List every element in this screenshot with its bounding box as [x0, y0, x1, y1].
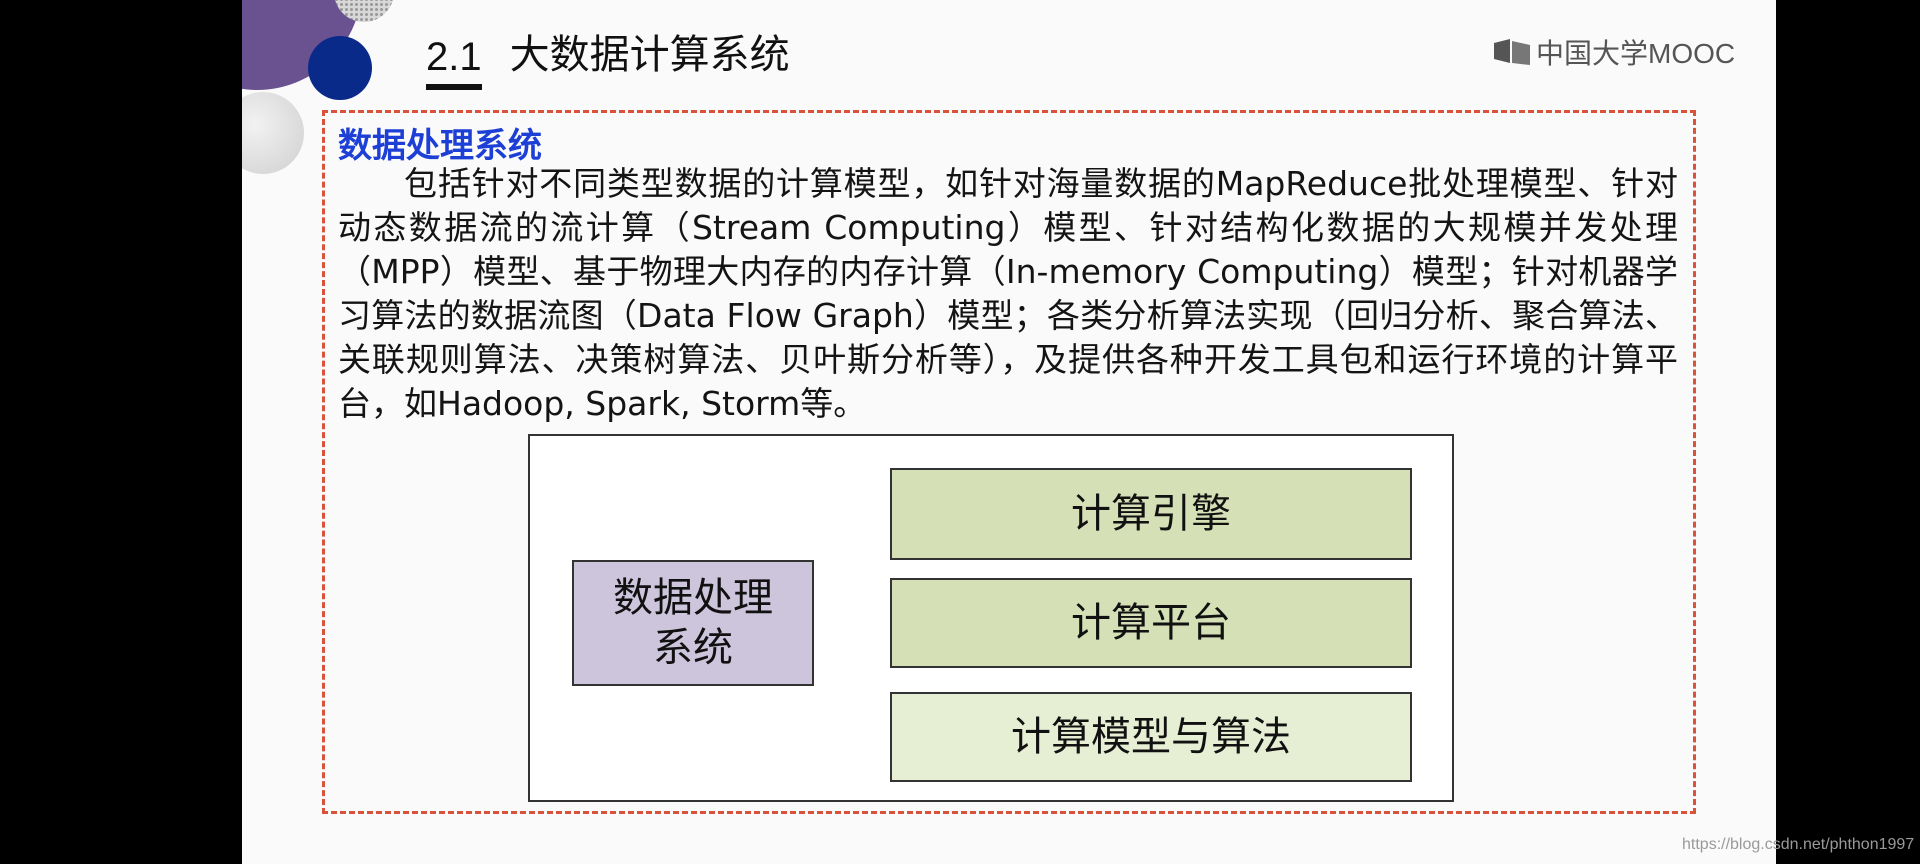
- content-frame: [322, 110, 1696, 814]
- compute-model-box: 计算模型与算法: [890, 692, 1412, 782]
- title-text: 大数据计算系统: [509, 32, 790, 78]
- watermark: https://blog.csdn.net/phthon1997: [1682, 836, 1915, 853]
- compute-platform-label: 计算平台: [1071, 600, 1231, 646]
- architecture-diagram: 数据处理 系统 计算引擎 计算平台 计算模型与算法: [528, 434, 1454, 802]
- slide-title: 2.1 大数据计算系统: [426, 28, 790, 90]
- compute-engine-label: 计算引擎: [1071, 491, 1231, 537]
- mooc-logo: 中国大学MOOC: [1492, 32, 1735, 72]
- compute-engine-box: 计算引擎: [890, 468, 1412, 560]
- description-paragraph: 包括针对不同类型数据的计算模型，如针对海量数据的MapReduce批处理模型、针…: [338, 164, 1678, 423]
- slide: 2.1 大数据计算系统 中国大学MOOC 数据处理系统 包括针对不同类型数据的计…: [242, 0, 1776, 864]
- mooc-book-icon: [1494, 39, 1530, 65]
- decorative-dotted-circle: [334, 0, 394, 22]
- decorative-navy-circle: [308, 36, 372, 100]
- section-heading: 数据处理系统: [338, 126, 542, 166]
- compute-platform-box: 计算平台: [890, 578, 1412, 668]
- data-processing-system-box: 数据处理 系统: [572, 560, 814, 686]
- data-processing-system-label: 数据处理 系统: [613, 575, 773, 671]
- section-number: 2.1: [426, 35, 482, 90]
- compute-model-label: 计算模型与算法: [1011, 714, 1291, 760]
- decorative-gray-circle: [242, 92, 304, 174]
- logo-text: 中国大学MOOC: [1536, 38, 1736, 69]
